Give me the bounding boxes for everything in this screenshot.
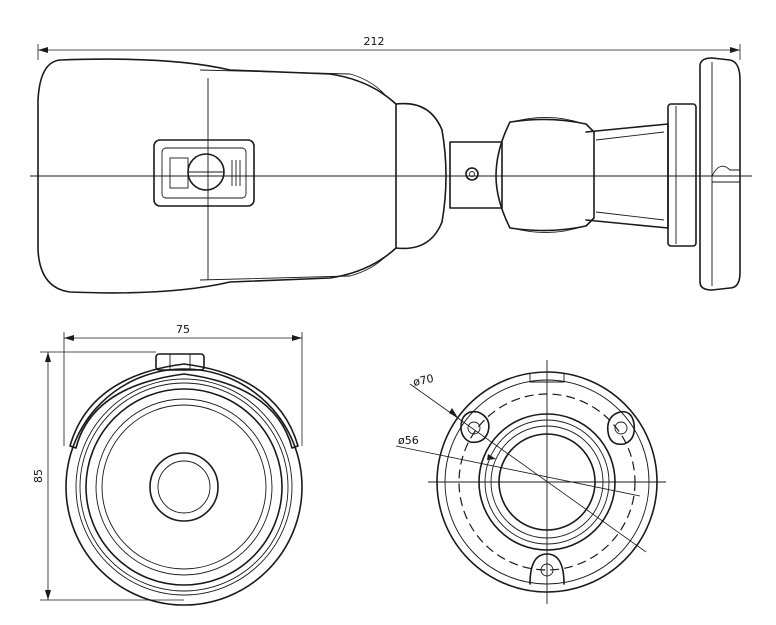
front-outer-ring <box>65 368 303 606</box>
ball-joint-bottom-cap <box>511 225 585 233</box>
base-collar <box>667 103 697 247</box>
ball-joint <box>495 118 595 232</box>
neck-screw <box>465 167 479 181</box>
dim-85-arrow-bottom <box>45 590 51 600</box>
dim-85-arrow-top <box>45 352 51 362</box>
sunshield-top-contour <box>199 69 387 97</box>
wall-plate <box>699 57 741 291</box>
dim-212-arrow-right <box>730 47 740 53</box>
sunshield-hood <box>69 363 299 449</box>
front-lens-inner <box>157 460 211 514</box>
latch-slot-left <box>169 157 189 189</box>
dim-70-leader <box>409 383 647 553</box>
front-lens-housing <box>85 388 283 586</box>
base-bore-ring-2 <box>490 425 604 539</box>
ball-joint-top-cap <box>511 117 585 125</box>
base-bore-inner <box>498 433 596 531</box>
dim-total-length-label: 212 <box>364 35 385 48</box>
mount-slot-bottom <box>529 553 565 585</box>
front-ring-3 <box>79 382 289 592</box>
dim-70-arrow <box>449 408 458 418</box>
dim-mount-outer-diameter-label: ø70 <box>412 372 435 389</box>
camera-body <box>37 58 397 294</box>
side-view: 212 <box>30 35 752 294</box>
bracket-neck <box>449 141 503 209</box>
dim-212-arrow-left <box>38 47 48 53</box>
front-ring-2 <box>75 378 293 596</box>
dim-front-width-label: 75 <box>176 323 190 336</box>
neck-screw-inner <box>469 171 475 177</box>
front-view: 75 85 <box>32 323 303 606</box>
sunshield-bottom-contour <box>199 255 387 281</box>
arm-inner-top <box>595 131 665 141</box>
arm-inner-bottom <box>595 211 665 221</box>
dim-75-arrow-left <box>64 335 74 341</box>
base-bolt-circle <box>458 393 636 571</box>
front-ring-6 <box>101 404 267 570</box>
base-bore-outer <box>478 413 616 551</box>
dim-mount-inner-diameter-label: ø56 <box>398 434 419 447</box>
latch-outer <box>153 139 255 207</box>
rear-cap <box>395 102 447 250</box>
dim-56-leader <box>395 445 641 497</box>
mount-slot-right <box>606 410 636 446</box>
dim-front-height-label: 85 <box>32 469 45 483</box>
front-lens-outer <box>149 452 219 522</box>
mount-base-view: ø70 ø56 <box>395 360 666 604</box>
latch-inner <box>161 147 247 199</box>
dim-75-arrow-right <box>292 335 302 341</box>
front-top-latch <box>155 353 205 371</box>
mount-slot-left <box>460 410 490 444</box>
base-top-notch <box>529 374 565 383</box>
base-bore-ring-1 <box>484 419 610 545</box>
cable-notch <box>711 165 740 177</box>
front-ring-5 <box>95 398 273 576</box>
base-outer-plate <box>436 371 658 593</box>
base-outer-plate-inner <box>444 379 650 585</box>
dim-56-arrow <box>487 454 496 460</box>
